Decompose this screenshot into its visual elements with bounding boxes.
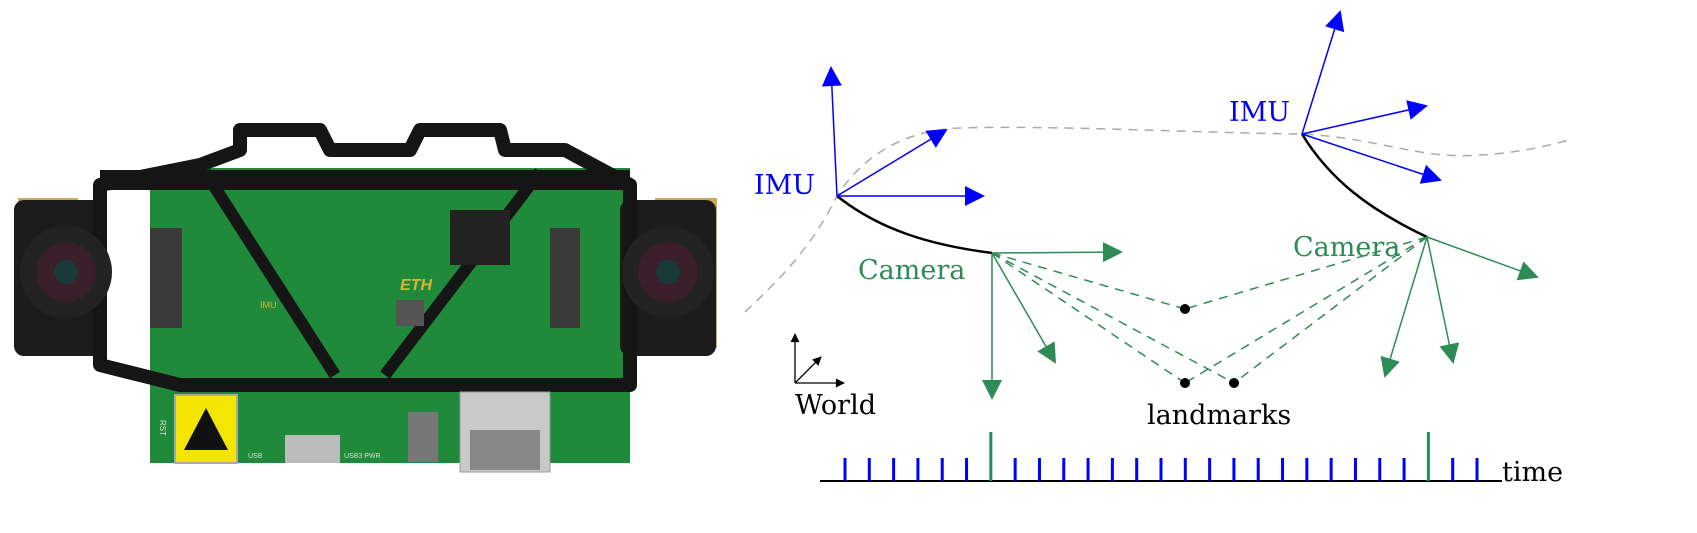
observation-ray (991, 252, 1186, 310)
landmark-rays (991, 236, 1428, 384)
camera-label: Camera (1293, 232, 1400, 263)
imu-label: IMU (1229, 97, 1290, 128)
usb3-port (285, 435, 340, 463)
imu-frame-1 (821, 66, 985, 206)
imu1-axis-z (821, 66, 842, 197)
usb-marking: USB (248, 453, 263, 460)
camera-frame-2 (1380, 236, 1539, 378)
imu-camera-link-1 (836, 195, 993, 255)
chip (450, 210, 510, 265)
right-connector (550, 228, 580, 328)
landmark-point (1180, 378, 1190, 388)
cam2-axis-y (1380, 236, 1428, 378)
camera-mount-frame (93, 123, 637, 392)
imu2-axis-z (1301, 10, 1345, 135)
observation-ray (991, 252, 1235, 384)
cam1-axis-x (991, 242, 1123, 263)
observation-ray (991, 252, 1186, 384)
world-label: World (795, 390, 876, 421)
imu2-axis-x (1301, 100, 1428, 135)
imu-label: IMU (754, 170, 815, 201)
imu-frame-2 (1301, 10, 1442, 184)
imu-marking: IMU (260, 300, 277, 310)
cam1-axis-z (991, 252, 1057, 364)
frame-braces (199, 168, 545, 379)
timeline-ticks (843, 432, 1479, 481)
imu-camera-link-2 (1300, 133, 1428, 239)
left-connector (150, 228, 182, 328)
time-label: time (1502, 457, 1563, 488)
rst-marking: RST (158, 420, 167, 436)
usb3-marking: USB3 PWR (344, 453, 381, 460)
observation-ray (1233, 236, 1428, 384)
power-jack (408, 412, 438, 462)
eth-marking: ETH (400, 277, 432, 294)
cam2-axis-x (1426, 236, 1539, 281)
landmark-point (1180, 304, 1190, 314)
cam2-axis-z (1426, 236, 1460, 364)
landmark-point (1229, 378, 1239, 388)
camera-label: Camera (858, 255, 965, 286)
sensor-board-photo: ETH IMU RST USB USB3 PWR (14, 123, 717, 473)
imu2-axis-y (1301, 133, 1442, 184)
world-axis-y (794, 356, 822, 384)
imu1-axis-y (836, 128, 948, 197)
landmarks-label: landmarks (1147, 400, 1291, 431)
camera-frame-1 (982, 242, 1123, 400)
world-frame (790, 333, 845, 388)
observation-ray (1184, 236, 1428, 310)
